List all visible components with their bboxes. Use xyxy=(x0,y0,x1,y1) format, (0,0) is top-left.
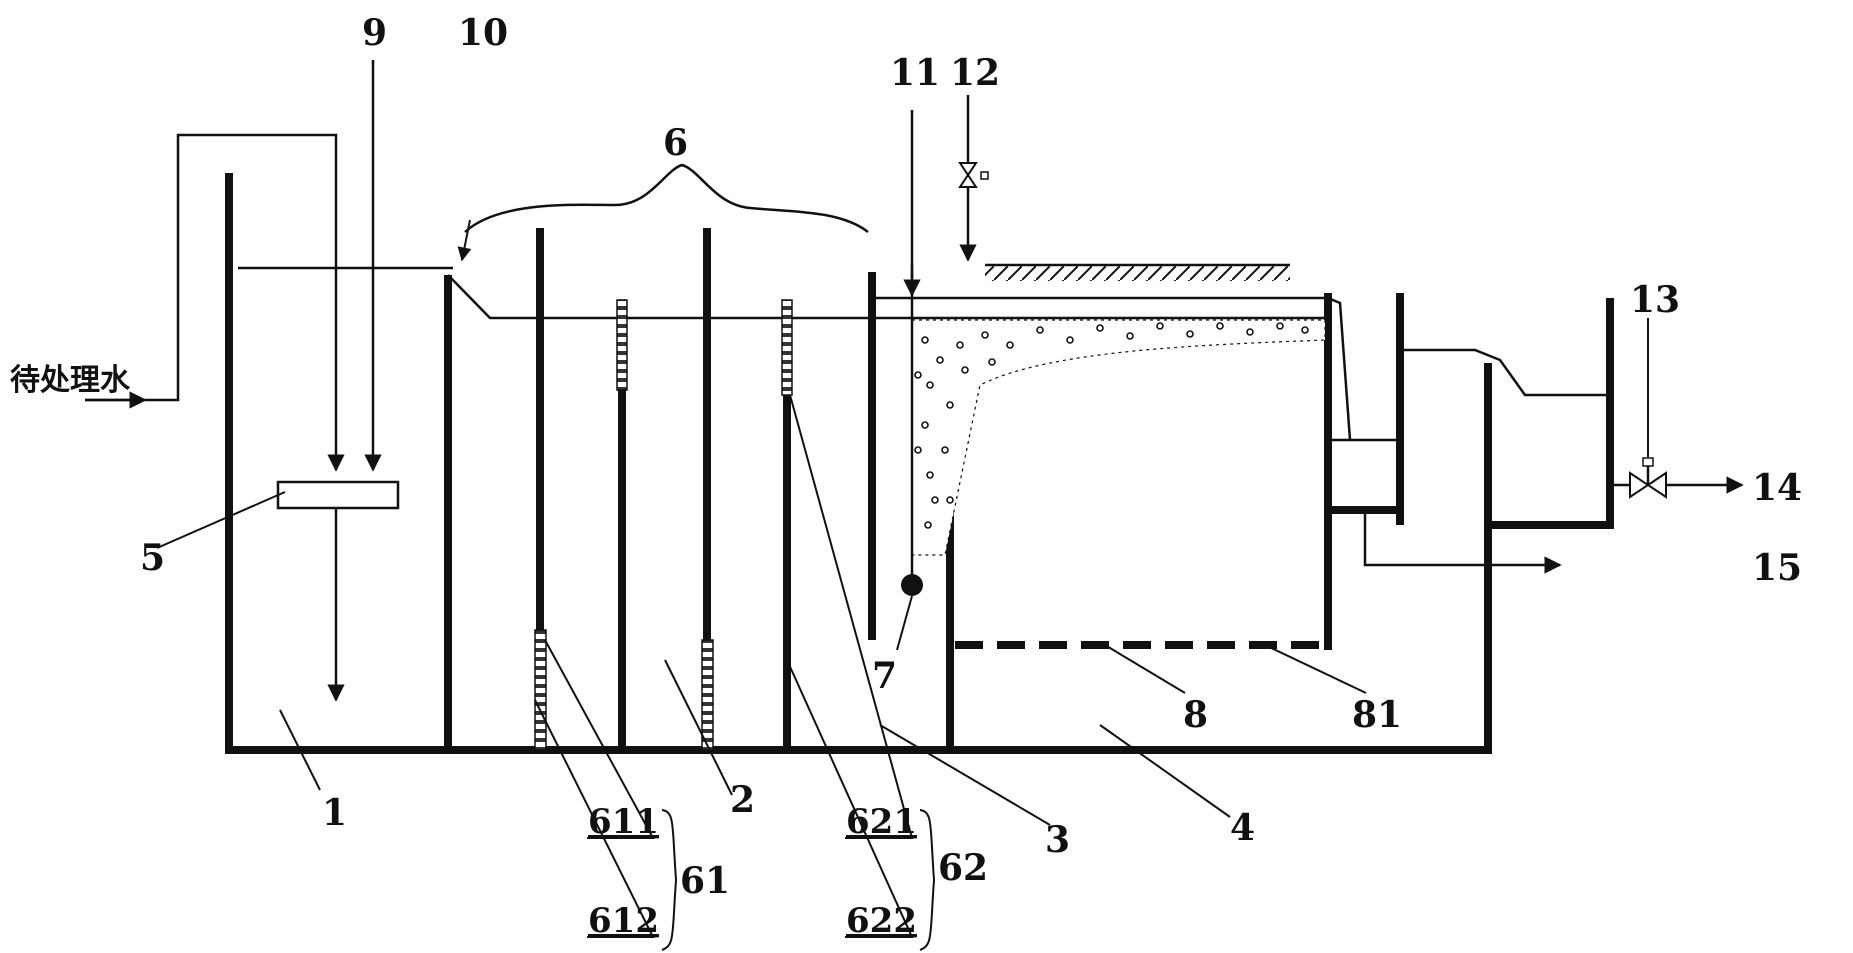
clear-water-box xyxy=(1400,298,1744,529)
labels: 待处理水 9 10 6 11 12 13 14 15 5 1 2 3 4 7 8… xyxy=(10,12,1802,941)
label-1: 1 xyxy=(322,792,347,834)
scum-trough xyxy=(1327,293,1562,574)
label-612: 612 xyxy=(588,901,659,941)
label-7: 7 xyxy=(872,655,897,697)
mixer-5 xyxy=(276,480,400,702)
leader-lines xyxy=(156,219,1649,951)
inlet-label: 待处理水 xyxy=(10,363,131,398)
bubbles xyxy=(914,322,1309,529)
label-4: 4 xyxy=(1230,807,1255,849)
inlet-pipe xyxy=(85,133,345,472)
label-81: 81 xyxy=(1352,694,1402,736)
scraper-12 xyxy=(958,95,1290,281)
label-621: 621 xyxy=(846,802,917,842)
label-13: 13 xyxy=(1630,279,1680,321)
label-62: 62 xyxy=(938,847,988,889)
label-622: 622 xyxy=(846,901,917,941)
label-11: 11 xyxy=(890,52,940,94)
label-10: 10 xyxy=(458,12,508,54)
label-8: 8 xyxy=(1183,694,1208,736)
overflow-line xyxy=(447,274,1328,320)
label-9: 9 xyxy=(362,12,387,54)
label-2: 2 xyxy=(730,779,755,821)
label-5: 5 xyxy=(140,537,165,579)
label-611: 611 xyxy=(588,802,659,842)
flotation-chamber xyxy=(868,265,1332,750)
brace-6 xyxy=(464,163,869,233)
label-15: 15 xyxy=(1752,547,1802,589)
label-12: 12 xyxy=(950,52,1000,94)
tank-outline xyxy=(225,173,1492,754)
label-3: 3 xyxy=(1045,819,1070,861)
label-14: 14 xyxy=(1752,467,1802,509)
label-61: 61 xyxy=(680,860,730,902)
diffuser-7 xyxy=(901,574,923,596)
label-6: 6 xyxy=(663,122,688,164)
baffle-set-61 xyxy=(534,228,628,751)
foam-layer xyxy=(911,319,1326,556)
baffle-set-62 xyxy=(701,228,793,751)
